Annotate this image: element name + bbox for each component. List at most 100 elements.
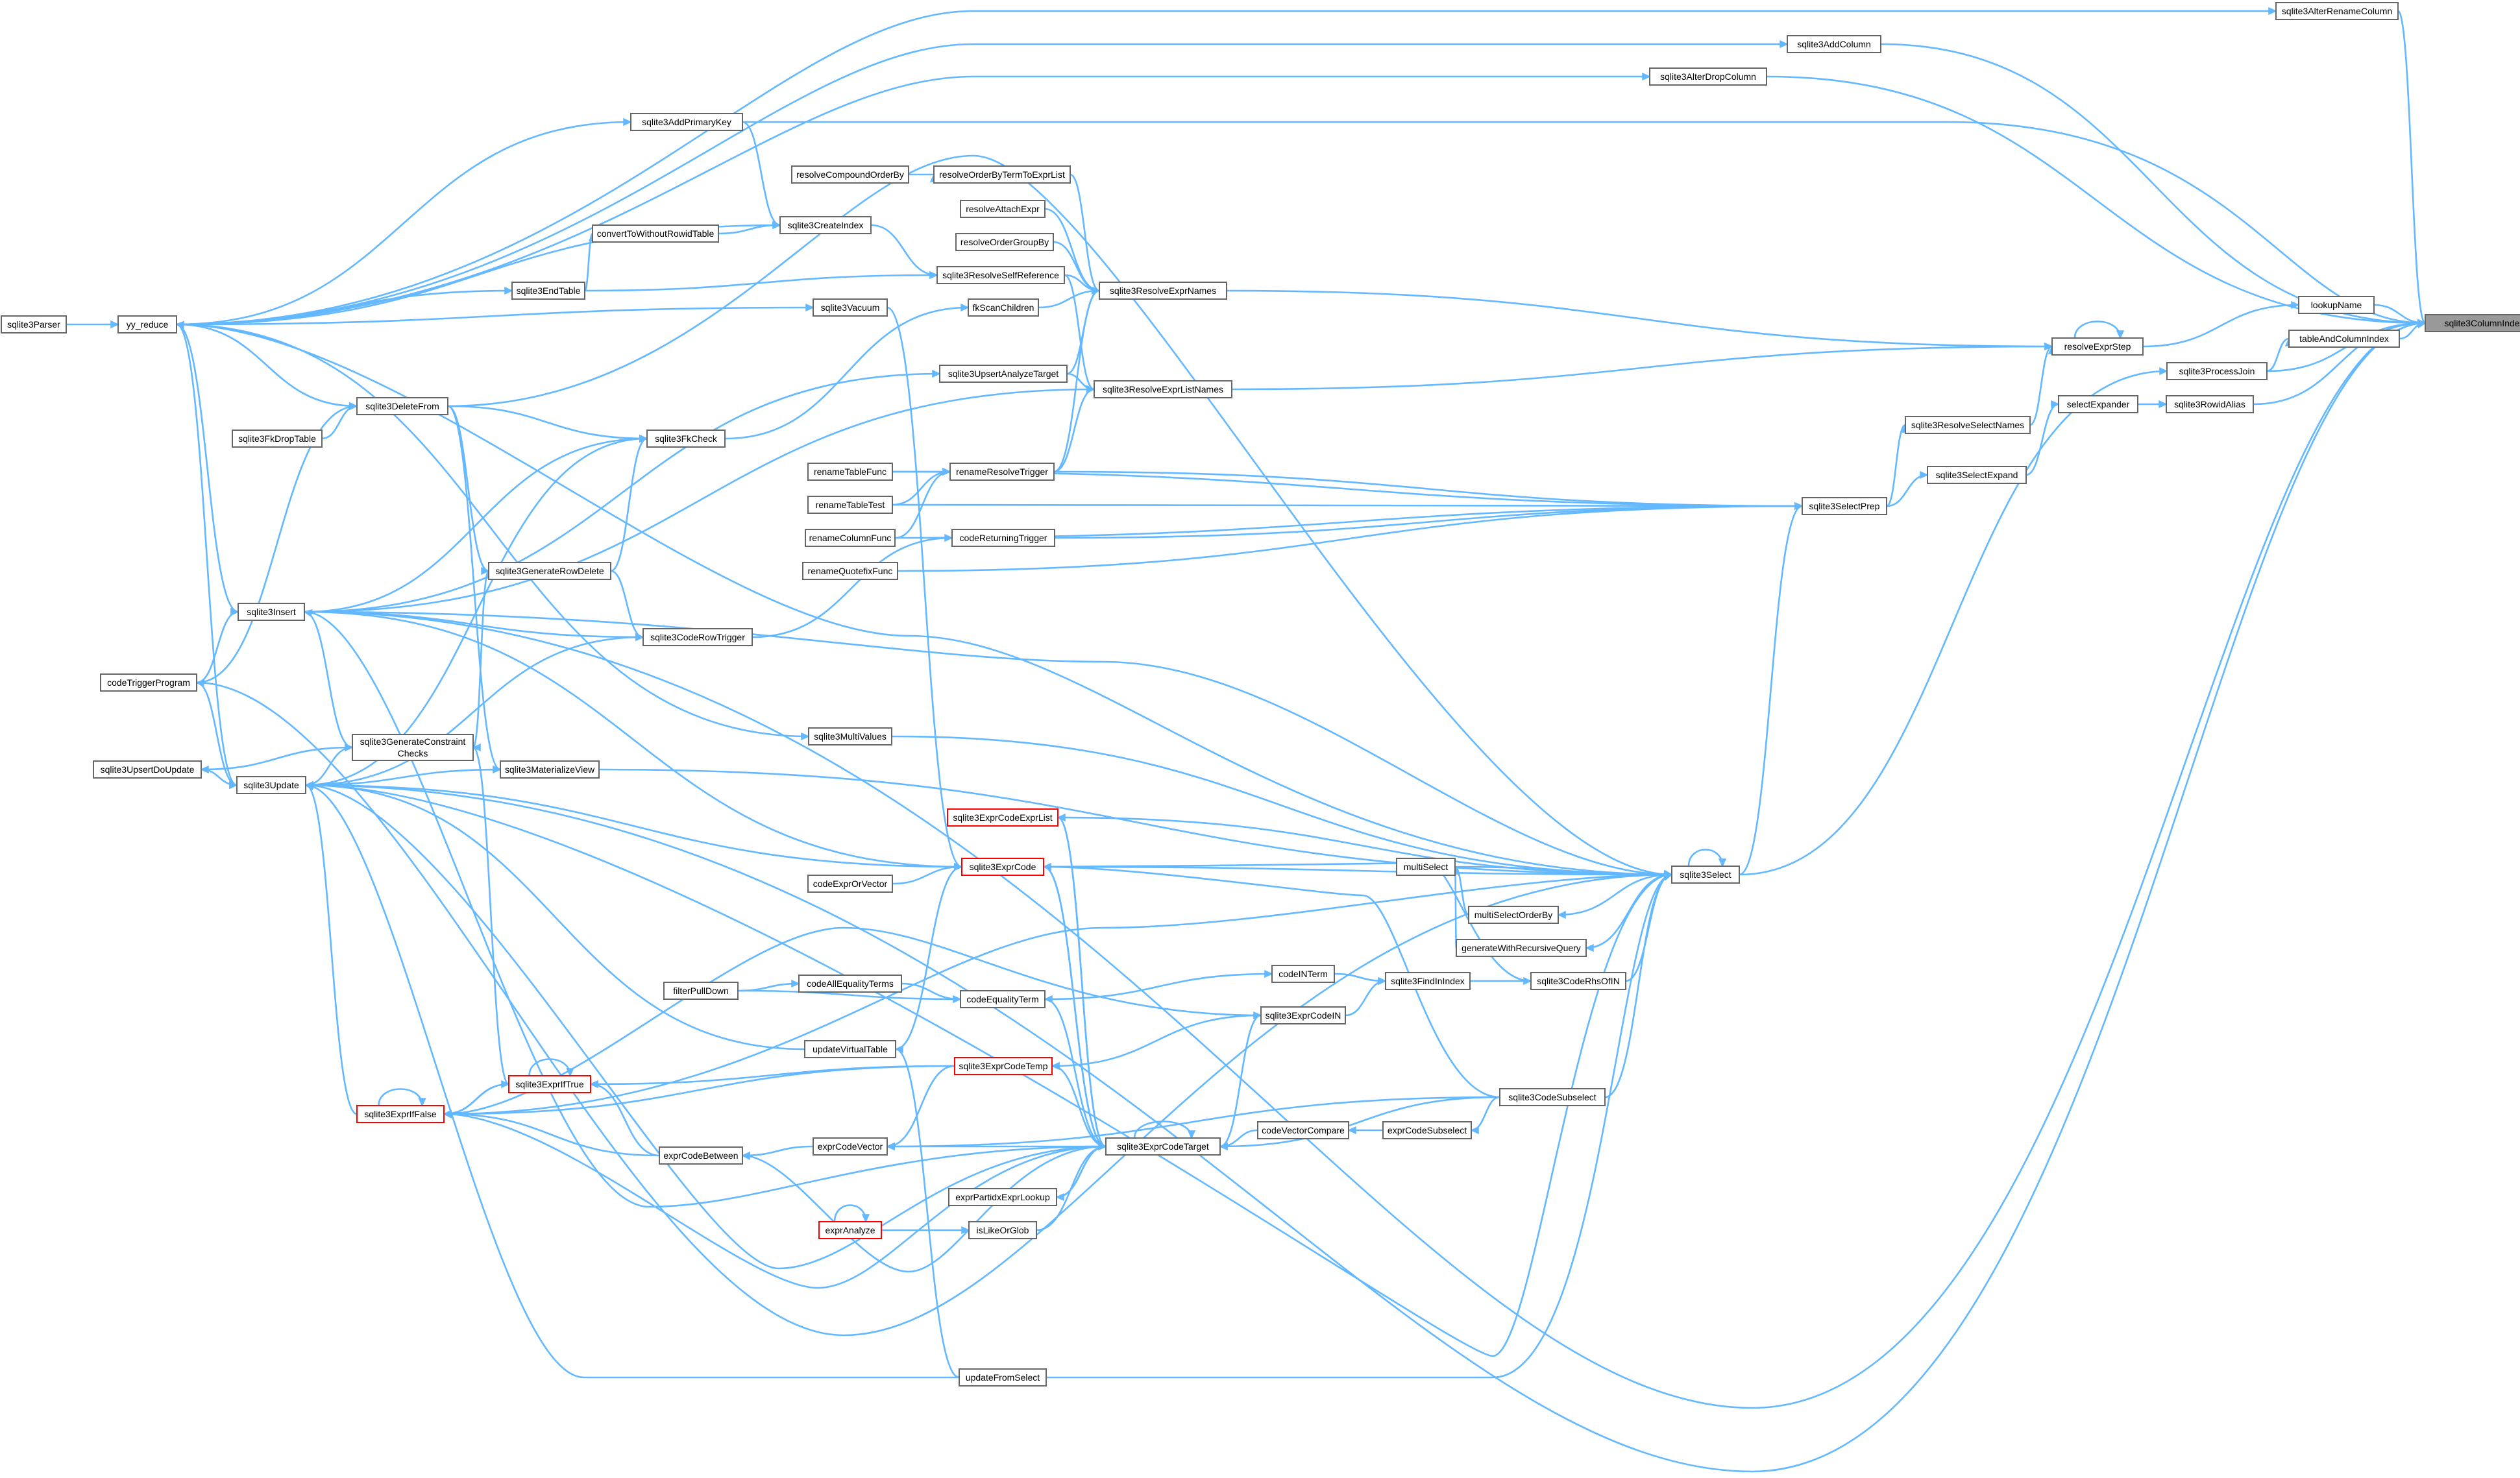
node-sqlite3-expr-if-false[interactable]: sqlite3ExprIfFalse <box>356 1105 445 1123</box>
node-sqlite3-materialize-view[interactable]: sqlite3MaterializeView <box>500 760 600 779</box>
node-code-expr-or-vector[interactable]: codeExprOrVector <box>807 875 893 893</box>
node-sqlite3-fk-drop-table[interactable]: sqlite3FkDropTable <box>232 430 323 448</box>
node-expr-code-between[interactable]: exprCodeBetween <box>659 1146 743 1165</box>
node-sqlite3-select-expand[interactable]: sqlite3SelectExpand <box>1927 466 2027 484</box>
edge-expr-code-between-to-sqlite3-expr-if-false <box>443 1113 660 1157</box>
node-box <box>947 808 1058 827</box>
node-sqlite3-expr-code-expr-list[interactable]: sqlite3ExprCodeExprList <box>947 808 1058 827</box>
node-sqlite3-add-primary-key[interactable]: sqlite3AddPrimaryKey <box>630 113 743 131</box>
node-sqlite3-select[interactable]: sqlite3Select <box>1671 866 1740 884</box>
node-sqlite3-rowid-alias[interactable]: sqlite3RowidAlias <box>2166 395 2254 413</box>
node-sqlite3-multi-values[interactable]: sqlite3MultiValues <box>808 727 892 745</box>
edge-rename-resolve-trigger-to-sqlite3-resolve-expr-list-names <box>1053 388 1095 473</box>
edge-filter-pull-down-to-code-all-equality-terms <box>737 982 800 992</box>
node-fk-scan-children[interactable]: fkScanChildren <box>968 298 1039 317</box>
node-rename-column-func[interactable]: renameColumnFunc <box>805 529 896 547</box>
node-code-trigger-program[interactable]: codeTriggerProgram <box>100 673 197 692</box>
node-sqlite3-update[interactable]: sqlite3Update <box>236 776 306 794</box>
node-sqlite3-column-index[interactable]: sqlite3ColumnIndex <box>2425 314 2520 332</box>
node-table-and-column-index[interactable]: tableAndColumnIndex <box>2288 330 2400 348</box>
node-label: resolveCompoundOrderBy <box>796 169 904 180</box>
edge-yy-reduce-to-sqlite3-end-table <box>176 289 513 326</box>
node-filter-pull-down[interactable]: filterPullDown <box>663 982 739 1000</box>
node-resolve-order-group-by[interactable]: resolveOrderGroupBy <box>955 233 1054 251</box>
node-sqlite3-resolve-select-names[interactable]: sqlite3ResolveSelectNames <box>1905 416 2031 434</box>
node-sqlite3-upsert-analyze-target[interactable]: sqlite3UpsertAnalyzeTarget <box>939 365 1068 383</box>
node-sqlite3-expr-code-temp[interactable]: sqlite3ExprCodeTemp <box>954 1057 1053 1075</box>
node-code-returning-trigger[interactable]: codeReturningTrigger <box>951 529 1055 547</box>
node-sqlite3-find-in-index[interactable]: sqlite3FindInIndex <box>1385 972 1471 990</box>
node-sqlite3-resolve-self-reference[interactable]: sqlite3ResolveSelfReference <box>936 266 1065 284</box>
edge-arrowhead <box>1794 502 1804 511</box>
node-update-virtual-table[interactable]: updateVirtualTable <box>804 1040 896 1058</box>
edge-sqlite3-select-expand-to-select-expander <box>2025 403 2059 476</box>
node-sqlite3-select-prep[interactable]: sqlite3SelectPrep <box>1802 497 1887 515</box>
node-sqlite3-expr-code[interactable]: sqlite3ExprCode <box>961 858 1044 876</box>
node-resolve-attach-expr[interactable]: resolveAttachExpr <box>960 200 1046 218</box>
node-sqlite3-add-column[interactable]: sqlite3AddColumn <box>1787 35 1881 53</box>
node-sqlite3-alter-rename-column[interactable]: sqlite3AlterRenameColumn <box>2275 2 2399 20</box>
node-rename-table-test[interactable]: renameTableTest <box>807 496 893 514</box>
node-yy-reduce[interactable]: yy_reduce <box>117 315 177 333</box>
node-resolve-compound-order-by[interactable]: resolveCompoundOrderBy <box>791 165 909 184</box>
node-sqlite3-alter-drop-column[interactable]: sqlite3AlterDropColumn <box>1649 67 1767 86</box>
edge-arrowhead <box>1044 995 1053 1004</box>
node-label: exprCodeVector <box>818 1141 883 1152</box>
node-expr-partidx-expr-lookup[interactable]: exprPartidxExprLookup <box>948 1188 1057 1206</box>
edge-arrowhead <box>639 434 648 443</box>
node-sqlite3-upsert-do-update[interactable]: sqlite3UpsertDoUpdate <box>93 760 202 779</box>
node-sqlite3-expr-code-in[interactable]: sqlite3ExprCodeIN <box>1260 1006 1346 1024</box>
node-is-like-or-glob[interactable]: isLikeOrGlob <box>968 1221 1037 1239</box>
edge-sqlite3-expr-if-false-to-sqlite3-expr-if-true <box>443 1083 509 1115</box>
node-rename-quotefix-func[interactable]: renameQuotefixFunc <box>802 562 898 580</box>
node-code-equality-term[interactable]: codeEqualityTerm <box>960 990 1046 1008</box>
node-resolve-order-by-term-to-expr-list[interactable]: resolveOrderByTermToExprList <box>933 165 1071 184</box>
node-sqlite3-code-subselect[interactable]: sqlite3CodeSubselect <box>1499 1088 1606 1106</box>
node-expr-code-subselect[interactable]: exprCodeSubselect <box>1382 1121 1472 1139</box>
node-rename-table-func[interactable]: renameTableFunc <box>807 463 893 481</box>
node-box <box>642 628 753 646</box>
node-sqlite3-create-index[interactable]: sqlite3CreateIndex <box>779 216 872 234</box>
edge-sqlite3-update-to-sqlite3-column-index <box>305 322 2426 1473</box>
node-sqlite3-expr-if-true[interactable]: sqlite3ExprIfTrue <box>508 1075 591 1093</box>
edge-expr-analyze-to-expr-analyze <box>833 1204 867 1222</box>
node-sqlite3-resolve-expr-names[interactable]: sqlite3ResolveExprNames <box>1099 282 1227 300</box>
node-sqlite3-end-table[interactable]: sqlite3EndTable <box>511 282 585 300</box>
node-code-interm[interactable]: codeINTerm <box>1271 965 1335 983</box>
edge-sqlite3-delete-from-to-sqlite3-select <box>447 154 1672 876</box>
node-sqlite3-delete-from[interactable]: sqlite3DeleteFrom <box>356 397 448 415</box>
node-expr-code-vector[interactable]: exprCodeVector <box>813 1137 888 1156</box>
node-sqlite3-insert[interactable]: sqlite3Insert <box>238 603 305 621</box>
node-sqlite3-code-row-trigger[interactable]: sqlite3CodeRowTrigger <box>642 628 753 646</box>
node-rename-resolve-trigger[interactable]: renameResolveTrigger <box>949 463 1055 481</box>
node-sqlite3-parser[interactable]: sqlite3Parser <box>1 315 67 333</box>
node-code-vector-compare[interactable]: codeVectorCompare <box>1257 1121 1349 1139</box>
node-sqlite3-generate-row-delete[interactable]: sqlite3GenerateRowDelete <box>488 562 611 580</box>
edge-rename-table-func-to-sqlite3-select-prep <box>892 470 1803 507</box>
node-sqlite3-process-join[interactable]: sqlite3ProcessJoin <box>2166 362 2268 380</box>
node-sqlite3-fk-check[interactable]: sqlite3FkCheck <box>646 430 726 448</box>
node-expr-analyze[interactable]: exprAnalyze <box>818 1221 882 1239</box>
edge-arrowhead <box>304 781 314 790</box>
node-sqlite3-expr-code-target[interactable]: sqlite3ExprCodeTarget <box>1105 1137 1221 1156</box>
edge-sqlite3-expr-code-target-to-sqlite3-expr-code-in <box>1219 1014 1262 1148</box>
node-box <box>968 298 1039 317</box>
node-code-all-equality-terms[interactable]: codeAllEqualityTerms <box>798 975 902 993</box>
node-box <box>779 216 872 234</box>
node-lookup-name[interactable]: lookupName <box>2298 296 2375 314</box>
node-label: sqlite3ExprIfTrue <box>515 1079 584 1089</box>
node-sqlite3-resolve-expr-list-names[interactable]: sqlite3ResolveExprListNames <box>1094 380 1232 398</box>
node-box <box>818 1221 882 1239</box>
node-sqlite3-vacuum[interactable]: sqlite3Vacuum <box>813 298 888 317</box>
node-update-from-select[interactable]: updateFromSelect <box>959 1368 1047 1387</box>
edge-arrowhead <box>1051 1061 1060 1071</box>
node-sqlite3-code-rhs-of-in[interactable]: sqlite3CodeRhsOfIN <box>1530 972 1626 990</box>
node-box <box>1271 965 1335 983</box>
node-select-expander[interactable]: selectExpander <box>2058 395 2138 413</box>
node-multi-select[interactable]: multiSelect <box>1396 858 1456 876</box>
node-generate-with-recursive-query[interactable]: generateWithRecursiveQuery <box>1456 939 1587 957</box>
node-resolve-expr-step[interactable]: resolveExprStep <box>2051 337 2144 356</box>
node-multi-select-order-by[interactable]: multiSelectOrderBy <box>1468 906 1559 924</box>
node-convert-to-without-rowid-table[interactable]: convertToWithoutRowidTable <box>592 224 719 243</box>
